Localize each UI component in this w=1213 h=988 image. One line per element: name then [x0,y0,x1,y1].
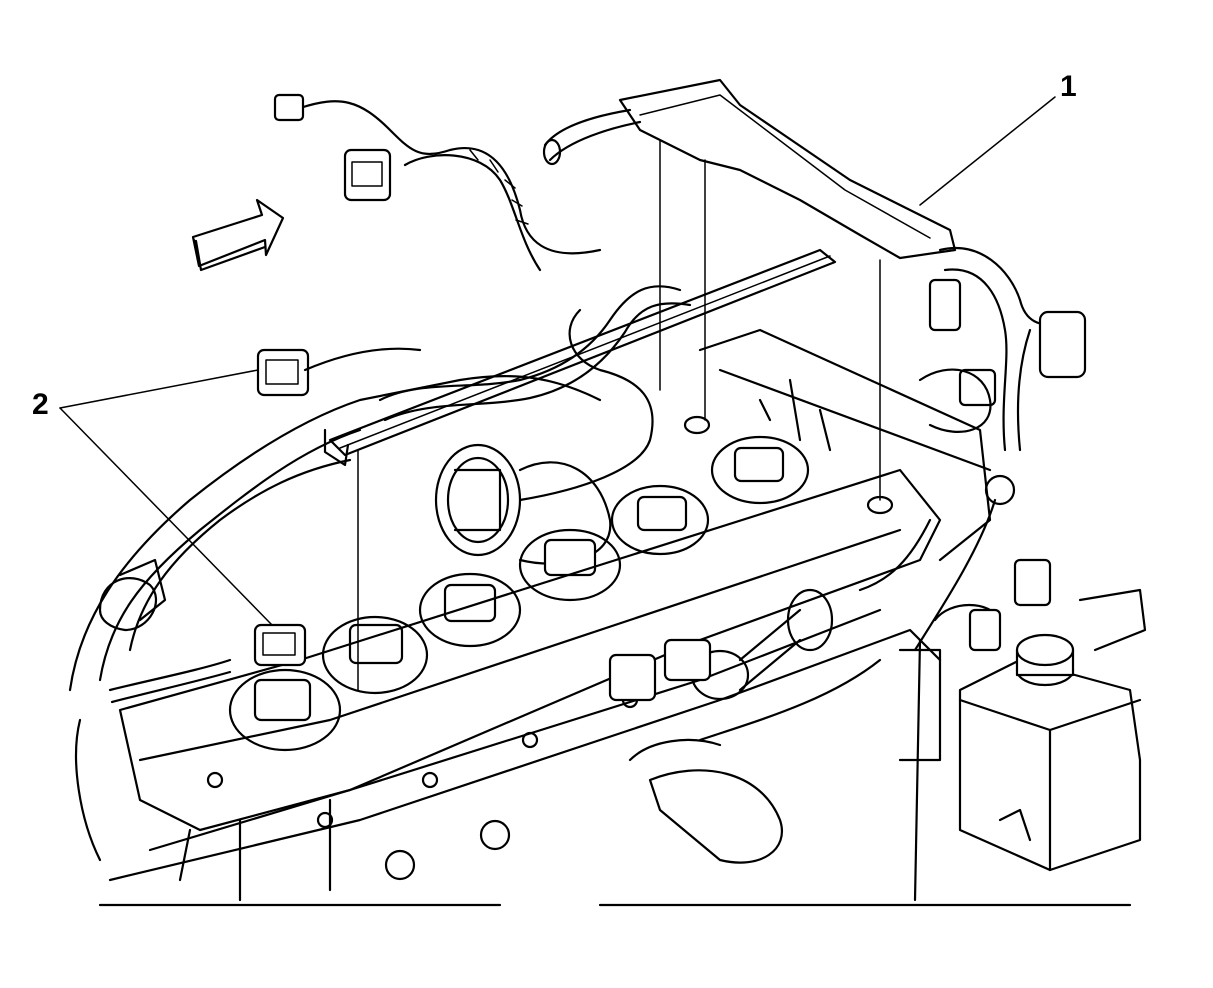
wiring-harness [273,78,957,502]
lower-right-components [858,474,1052,902]
coil-6 [710,435,810,505]
coil-4 [518,528,622,602]
coil-1 [228,668,342,752]
power-steering-reservoir [958,588,1147,872]
direction-arrow-icon [191,198,285,272]
ignition-coils [228,435,810,752]
purge-valve [608,588,882,864]
coil-3 [418,572,522,648]
leader-lines [59,96,1056,626]
top-connector [273,93,392,202]
intake-manifold [68,328,992,692]
callout-2-label: 2 [32,388,49,421]
coil-2 [321,615,429,695]
callout-1-label: 1 [1060,70,1077,103]
coil-5 [610,484,710,556]
right-harness-branch [918,247,1087,452]
locator-lines [357,139,894,691]
harness-connectors [108,347,422,704]
